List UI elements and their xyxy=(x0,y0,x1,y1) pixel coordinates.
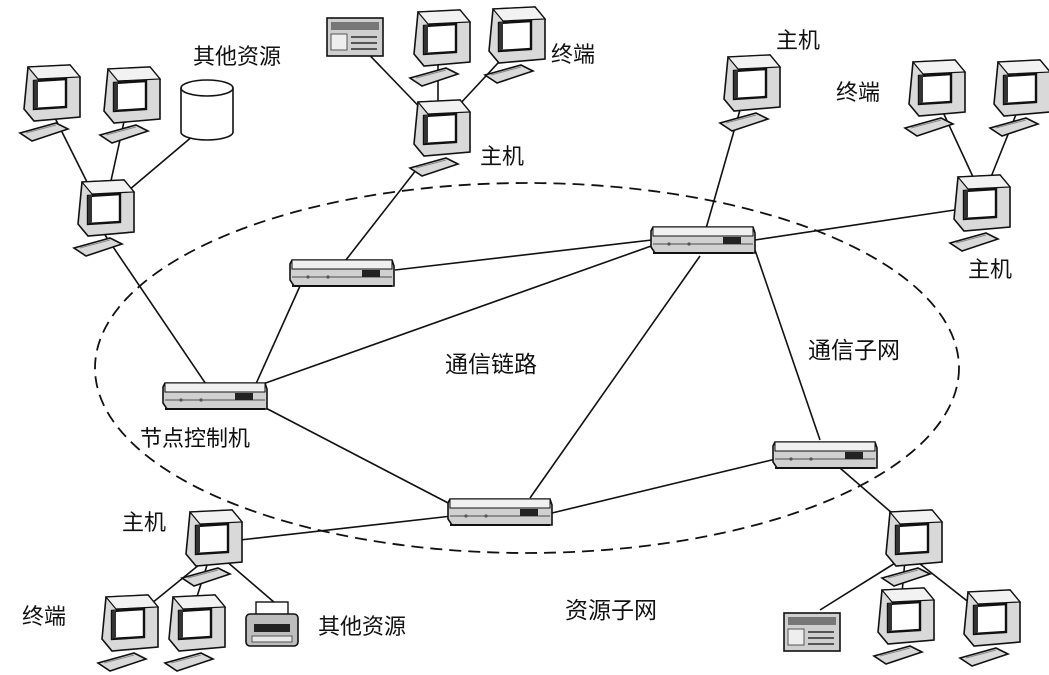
label-comm-subnet: 通信子网 xyxy=(808,338,900,364)
node-controller-router-icon xyxy=(162,382,268,410)
host-computer-icon xyxy=(72,178,136,258)
label-other-resources-top: 其他资源 xyxy=(193,45,281,70)
label-other-resources-bottom: 其他资源 xyxy=(318,615,406,640)
label-host-bottom-left: 主机 xyxy=(122,511,166,536)
label-terminal-bottom-left: 终端 xyxy=(22,605,66,630)
terminal-computer-icon xyxy=(96,593,160,673)
resource-panel-icon xyxy=(326,17,384,57)
terminal-computer-icon xyxy=(483,5,547,85)
label-node-controller: 节点控制机 xyxy=(140,427,250,452)
router-icon xyxy=(289,259,395,287)
terminal-computer-icon xyxy=(988,58,1049,138)
host-computer-icon xyxy=(718,53,782,133)
label-comm-link: 通信链路 xyxy=(445,352,537,378)
printer-icon xyxy=(245,601,299,647)
terminal-computer-icon xyxy=(98,65,162,145)
label-host-right: 主机 xyxy=(968,258,1012,283)
router-icon xyxy=(447,498,553,526)
label-host-top-right: 主机 xyxy=(776,29,820,54)
label-terminal-top: 终端 xyxy=(551,43,595,68)
comm-subnet-boundary xyxy=(94,182,960,554)
terminal-computer-icon xyxy=(903,58,967,138)
resource-panel-icon xyxy=(783,612,841,652)
terminal-computer-icon xyxy=(408,8,472,88)
label-resource-subnet: 资源子网 xyxy=(565,598,657,624)
terminal-computer-icon xyxy=(18,63,82,143)
terminal-computer-icon xyxy=(872,586,936,666)
terminal-computer-icon xyxy=(163,593,227,673)
router-icon xyxy=(650,226,756,254)
host-computer-icon xyxy=(948,173,1012,253)
label-terminal-right: 终端 xyxy=(836,81,880,106)
host-computer-icon xyxy=(408,98,472,178)
host-computer-icon xyxy=(180,508,244,588)
label-host-top-center: 主机 xyxy=(480,145,524,170)
terminal-computer-icon xyxy=(958,588,1022,668)
router-icon xyxy=(772,441,878,469)
database-icon xyxy=(180,79,234,141)
